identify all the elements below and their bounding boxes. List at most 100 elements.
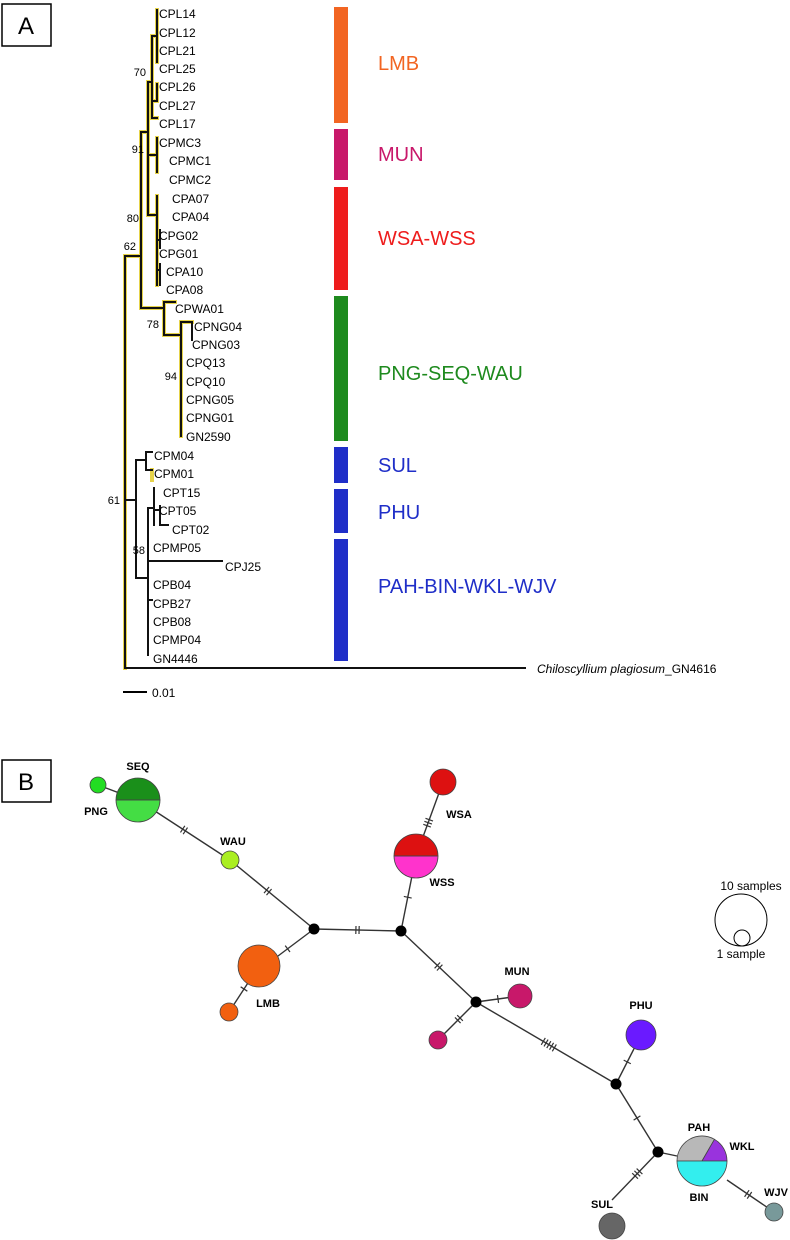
mutation-mark: [182, 827, 189, 835]
bootstrap-70: 70: [134, 67, 146, 79]
taxon-label: CPNG05: [186, 393, 234, 407]
haplotype-nodes: [89, 768, 784, 1240]
bootstrap-80: 80: [127, 213, 139, 225]
taxon-label: CPB08: [153, 615, 191, 629]
clade-label-wsa-wss: WSA-WSS: [378, 228, 476, 250]
label-mun: MUN: [504, 966, 529, 978]
label-wkl: WKL: [729, 1141, 754, 1153]
bootstrap-91: 91: [132, 144, 144, 156]
bootstrap-values: 70 91 80 62 78 94 61 58: [108, 67, 177, 557]
node-mun-small: [428, 1030, 448, 1050]
clade-label-phu: PHU: [378, 502, 420, 524]
node-lmb-small: [219, 1002, 239, 1022]
taxon-label: CPA08: [166, 283, 203, 297]
clade-bars: [334, 7, 348, 661]
node-sul: [598, 1212, 626, 1240]
bootstrap-94: 94: [165, 371, 177, 383]
node-wss: [393, 833, 439, 879]
bootstrap-58: 58: [133, 545, 145, 557]
mutation-mark: [546, 1040, 552, 1049]
taxon-label: CPQ13: [186, 356, 226, 370]
median-vector-1: [308, 923, 320, 935]
panel-b-label: B: [18, 769, 34, 796]
clade-label-png-seq-wau: PNG-SEQ-WAU: [378, 363, 523, 385]
node-phu: [625, 1019, 657, 1051]
mutation-mark: [284, 945, 291, 953]
node-seq: [115, 777, 161, 823]
outgroup-id: _GN4616: [664, 662, 717, 676]
taxon-label: CPT05: [159, 504, 197, 518]
clade-bar-mun: [334, 129, 348, 180]
outgroup-species: Chiloscyllium plagiosum: [537, 662, 665, 676]
clade-bar-lmb: [334, 7, 348, 123]
clade-bar-pah-bin-wkl-wjv: [334, 539, 348, 661]
node-wss-bottom: [393, 855, 439, 879]
node-wau: [220, 850, 240, 870]
taxon-label: GN2590: [186, 430, 231, 444]
legend-large-label: 10 samples: [720, 879, 781, 893]
mutation-mark: [631, 1172, 639, 1180]
taxon-label: CPA04: [172, 210, 209, 224]
outgroup-label: Chiloscyllium plagiosum_GN4616: [537, 662, 717, 676]
taxon-label: CPMP04: [153, 633, 201, 647]
node-pah-wkl-bin: [676, 1135, 728, 1187]
node-wjv: [764, 1202, 784, 1222]
taxon-label: GN4446: [153, 652, 198, 666]
panel-b-box: [1, 759, 52, 803]
node-wss-top: [393, 833, 439, 857]
mutation-mark: [456, 1014, 464, 1022]
label-sul: SUL: [591, 1199, 613, 1211]
taxon-label: CPL21: [159, 44, 196, 58]
taxon-label: CPNG03: [192, 338, 240, 352]
mutation-mark: [636, 1168, 643, 1175]
taxon-label: CPL27: [159, 99, 196, 113]
taxon-label: CPQ10: [186, 375, 226, 389]
mutation-mark: [240, 986, 248, 992]
median-vector-4: [610, 1078, 622, 1090]
tree-branches: [124, 9, 526, 669]
node-mun: [507, 983, 533, 1009]
taxon-label: CPG02: [159, 229, 199, 243]
mutation-mark: [454, 1016, 462, 1024]
label-pah: PAH: [688, 1122, 710, 1134]
label-wau: WAU: [220, 836, 246, 848]
mutation-mark: [633, 1115, 641, 1121]
label-wsa: WSA: [446, 809, 472, 821]
taxon-label: CPJ25: [225, 560, 261, 574]
taxon-label: CPT15: [163, 486, 201, 500]
node-lmb: [237, 944, 281, 988]
mutation-mark: [263, 886, 270, 894]
mutation-mark: [403, 895, 412, 899]
panel-a-box: [1, 3, 52, 47]
median-vector-2: [395, 925, 407, 937]
mutation-mark: [434, 962, 441, 969]
taxon-label: CPT02: [172, 523, 210, 537]
mutation-mark: [633, 1170, 641, 1177]
median-vector-3: [470, 996, 482, 1008]
mutation-marks: [179, 817, 753, 1199]
taxon-label: CPNG04: [194, 320, 242, 334]
panel-a-label: A: [18, 13, 34, 40]
mutation-mark: [746, 1191, 753, 1199]
taxa-labels: CPL14CPL12CPL21CPL25CPL26CPL27CPL17CPMC3…: [153, 7, 261, 666]
clade-bar-sul: [334, 447, 348, 483]
label-bin: BIN: [690, 1192, 709, 1204]
clade-label-pah-bin-wkl-wjv: PAH-BIN-WKL-WJV: [378, 576, 557, 598]
mutation-mark: [549, 1042, 555, 1051]
mutation-mark: [540, 1037, 546, 1046]
bootstrap-62: 62: [124, 241, 136, 253]
legend-small-circle: [733, 929, 751, 947]
taxon-label: CPL17: [159, 117, 196, 131]
taxon-label: CPWA01: [175, 302, 224, 316]
mutation-mark: [423, 823, 432, 828]
median-vectors: [308, 923, 664, 1158]
clade-bar-png-seq-wau: [334, 296, 348, 441]
label-lmb: LMB: [256, 998, 280, 1010]
node-seq-dark: [115, 777, 161, 801]
taxon-label: CPMC1: [169, 154, 211, 168]
legend-small-label: 1 sample: [717, 947, 766, 961]
taxon-label: CPMP05: [153, 541, 201, 555]
clade-bar-wsa-wss: [334, 187, 348, 290]
node-bin-slice: [676, 1160, 728, 1187]
node-labels: SEQ PNG WAU WSA WSS LMB MUN PHU PAH WKL …: [84, 761, 789, 1211]
